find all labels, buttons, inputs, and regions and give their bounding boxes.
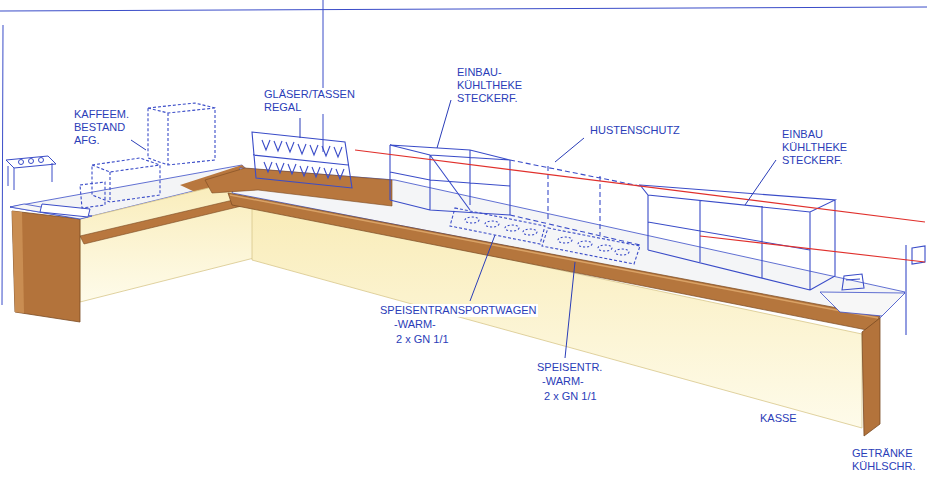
front-panel [80, 177, 254, 302]
cash-register [842, 274, 864, 290]
gn-well [523, 229, 537, 235]
side-appliance-dot [39, 158, 44, 163]
wall-line [2, 25, 3, 305]
equipment-label: SPEISENTR. [535, 361, 604, 374]
equipment-label: EINBAU- KÜHLTHEKE STECKERF. [455, 66, 524, 105]
gn-well [505, 225, 519, 231]
height-line [700, 236, 925, 262]
display-case [640, 185, 835, 290]
leader-line [437, 100, 451, 148]
coffee-machine [148, 103, 215, 165]
spec-note: -WARM- [540, 375, 586, 388]
equipment-label: KASSE [758, 412, 799, 425]
leader-line [565, 262, 575, 358]
equipment-label: KAFFEEM. BESTAND AFG. [72, 108, 131, 147]
gn-well [558, 237, 572, 243]
end-panel-light [12, 211, 24, 313]
side-appliance-dot [29, 159, 34, 164]
glass-rack [252, 132, 352, 188]
equipment-label: GLÄSER/TASSEN REGAL [262, 88, 357, 114]
equipment-label: GETRÄNKE KÜHLSCHR. [850, 447, 918, 473]
display-case [390, 145, 510, 215]
coffee-machine [92, 158, 160, 202]
leader-line [470, 235, 495, 301]
equipment-label: EINBAU KÜHLTHEKE STECKERF. [780, 128, 849, 167]
sink-inset [40, 204, 90, 217]
gn-tray [450, 208, 640, 264]
cups [262, 140, 344, 179]
equipment-label: HUSTENSCHUTZ [588, 124, 682, 137]
leader-line [745, 160, 776, 205]
side-appliance [6, 156, 56, 190]
tray-ledge [228, 193, 880, 331]
leader-line [555, 138, 584, 162]
gn-well [465, 217, 479, 223]
equipment-label: SPEISENTRANSPORTWAGEN [378, 304, 538, 317]
sneeze-guard [510, 160, 640, 245]
spec-note: 2 x GN 1/1 [394, 333, 451, 346]
ceiling-line [0, 7, 927, 11]
ledge-highlight [230, 195, 878, 318]
side-appliance-dot [19, 160, 24, 165]
spec-note: -WARM- [392, 318, 438, 331]
spec-note: 2 x GN 1/1 [542, 390, 599, 403]
end-panel [862, 318, 880, 436]
gn-well [578, 241, 592, 247]
coffee-accessory [80, 182, 105, 208]
end-panel [12, 211, 80, 322]
leader-line [300, 118, 301, 138]
gn-well [598, 245, 612, 251]
fridge-outline [906, 245, 925, 335]
leader-line [131, 140, 146, 150]
end-top [10, 204, 92, 219]
gn-well [615, 249, 629, 255]
corner-line [323, 0, 324, 152]
gn-well [485, 221, 499, 227]
end-top [820, 292, 905, 316]
